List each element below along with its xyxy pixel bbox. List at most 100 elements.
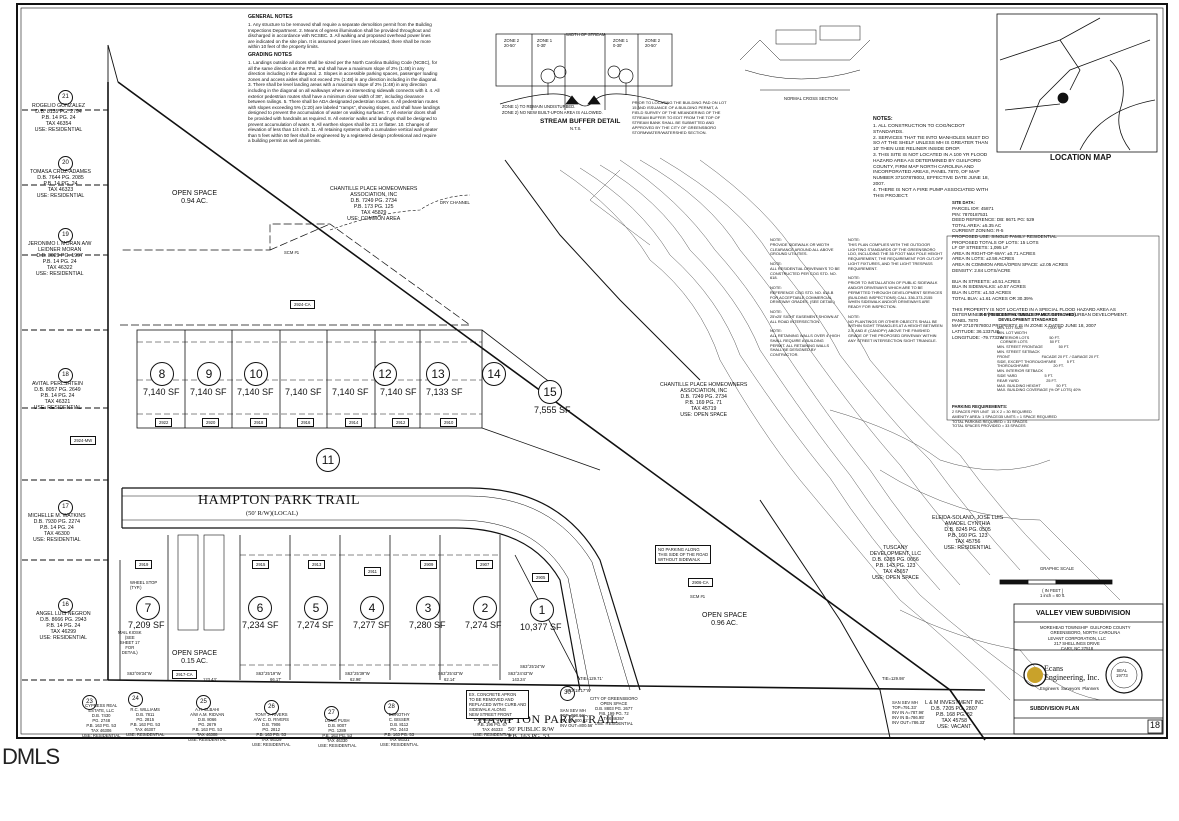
owner-19: JERONIMO I. MORAN A/W LEIDNER MORAN D.B.… [28, 241, 92, 277]
lot-11-area: 7,140 SF [285, 387, 322, 397]
bearing-6: S63°18'17"W [566, 688, 591, 693]
site-data-borders [946, 235, 1160, 421]
owner-24: R.C. WILLIAMS D.B. 7811 PG. 2815 P.B. 16… [126, 707, 165, 737]
buffer-zone2-right: ZONE 2 20-50' [645, 38, 661, 48]
address-lot-7: 2919 [135, 560, 153, 569]
grading-notes-text: 1. Landings outside all doors shall be s… [248, 60, 440, 144]
lot-12-area: 7,140 SF [332, 387, 369, 397]
tie-1: TIE=129.71' [580, 676, 603, 681]
buffer-stream-width: WIDTH OF STREAM [566, 32, 606, 37]
notes-title: NOTES: [873, 116, 893, 122]
bearing-7: S63°25'24"W [520, 664, 545, 669]
parking-lines: 2 SPACES PER UNIT 15 X 2 = 30 REQUIRED A… [952, 410, 1057, 429]
address-common-area-3: 2906-CA [688, 578, 713, 587]
dry-channel [329, 194, 471, 231]
owner-badge-30: 30 [560, 686, 575, 701]
owner-badge-18: 18 [58, 368, 73, 383]
title-client: LEVANT CORPORATION, LLC 217 SHELLINGS DR… [1048, 636, 1106, 651]
distance-1: 123.43' [203, 677, 217, 682]
neighbor-boundaries [22, 44, 119, 681]
dmls-watermark: DMLS [2, 744, 60, 769]
lot-10-area: 7,140 SF [237, 387, 274, 397]
mid-notes-left: NOTE: PROVIDE SIDEWALK OR WIDTH CLEARANC… [770, 237, 840, 358]
lot-3-number: 3 [416, 596, 440, 620]
address-lot-14: 2910 [440, 418, 458, 427]
address-common-area-2: 2917-CA [172, 670, 197, 679]
address-lot-10: 2918 [250, 418, 268, 427]
lot-6-area: 7,234 SF [242, 620, 279, 630]
owner-tuscany: TUSCANY DEVELOPMENT, LLC D.B. 6285 PG. 0… [870, 545, 922, 581]
lot-8-number: 8 [150, 362, 174, 386]
address-lot-1: 2905 [532, 573, 550, 582]
stream-buffer-title: STREAM BUFFER DETAIL [540, 118, 621, 125]
bearing-5: S63°24'43"W [508, 671, 533, 676]
site-data-title: SITE DATA: [952, 200, 975, 205]
owner-badge-27: 27 [324, 706, 339, 721]
general-notes-title: GENERAL NOTES [248, 14, 293, 20]
address-lot-3: 2909 [420, 560, 438, 569]
address-lot-8: 2922 [155, 418, 173, 427]
mid-notes-right: NOTE: THIS PLAN COMPLIES WITH THE OUTDOO… [848, 237, 944, 343]
chantille-common: CHANTILLE PLACE HOMEOWNERS ASSOCIATION, … [330, 186, 418, 222]
top-lots [136, 329, 601, 471]
owner-badge-23: 23 [82, 695, 97, 710]
owner-badge-17: 17 [58, 500, 73, 515]
sheet-inner-border [20, 7, 1164, 735]
owner-badge-28: 28 [384, 700, 399, 715]
distance-2: 66.17' [270, 677, 282, 682]
buffer-zone1-right: ZONE 1 0-30' [613, 38, 629, 48]
graphic-scale [999, 579, 1113, 585]
road-sub-top: (50' R/W)(LOCAL) [246, 510, 298, 517]
lot-13-area: 7,140 SF [380, 387, 417, 397]
lot-7-number: 7 [136, 596, 160, 620]
graphic-scale-unit: ( IN FEET ) 1 inch = 60 ft. [1040, 588, 1066, 598]
manhole-2: SAN SEV MH TOP=791.33' INV IN A=787.96' … [892, 700, 926, 725]
owner-30: CITY OF GREENSBORO OPEN SPACE D.B. 8803 … [590, 696, 638, 726]
normal-section-label: NORMAL CROSS SECTION [784, 96, 838, 101]
firm-logo-globe [1027, 667, 1043, 683]
stream-buffer-nts: N.T.S. [570, 126, 582, 131]
stream-buffer-detail [495, 33, 673, 110]
open-space-096: OPEN SPACE 0.96 AC. [702, 612, 747, 627]
lot-15-number: 15 [538, 380, 562, 404]
owner-20: TOMASA CRUZ-ADAMES D.B. 7644 PG. 2085 P.… [30, 169, 92, 199]
owner-26: TONY J. RIVERS A/W C. D. RIVERS D.B. 790… [252, 712, 291, 747]
lot-4-number: 4 [360, 596, 384, 620]
address-lot-5: 2913 [308, 560, 326, 569]
lot-1-area: 10,377 SF [520, 622, 562, 632]
address-lot-4: 2911 [364, 567, 382, 576]
buffer-note-2: ZONE 2) NO NEW BUILT-UPON AREA IS ALLOWE… [502, 110, 603, 115]
stream-contours [559, 157, 1121, 701]
wheel-stop-callout: WHEEL STOP (TYP.) [130, 580, 158, 590]
location-map [996, 13, 1158, 153]
scm-label-1: SCM #1 [284, 250, 300, 255]
chantille-open: CHANTILLE PLACE HOMEOWNERS ASSOCIATION, … [660, 382, 748, 418]
address-lot-13: 2912 [392, 418, 410, 427]
buffer-prior-note: PRIOR TO LOCATING THE BUILDING PAD ON LO… [632, 100, 727, 135]
title-block [1013, 603, 1164, 735]
site-data-lines: PARCEL ID#: 45871 PIN: 7870187531 DEED R… [952, 206, 1128, 340]
title-location: MOREHEAD TOWNSHIP GUILFORD COUNTY GREENS… [1040, 625, 1131, 635]
manhole-1: SAN SEV MH TOP=808.62' INV IN=800.62' IN… [560, 708, 594, 728]
dev-standards-title: R-5 (RESIDENTIAL-SINGLE FAMILY DETACHED)… [980, 312, 1076, 322]
open-space-015: OPEN SPACE 0.15 AC. [172, 650, 217, 665]
bearing-4: S63°25'43"W [438, 671, 463, 676]
owner-badge-21: 21 [58, 90, 73, 105]
address-common-area-1: 2924-CA [290, 300, 315, 309]
title-firm-sub: Engineers Surveyors Planners [1040, 686, 1099, 691]
parking-title: PARKING REQUIREMENTS: [952, 404, 1008, 409]
address-lot-11: 2916 [297, 418, 315, 427]
lot-5-number: 5 [304, 596, 328, 620]
lot-1-number: 1 [530, 598, 554, 622]
notes-text: 1. ALL CONSTRUCTION TO COG/NCDOT STANDAR… [873, 124, 989, 199]
lot-8-area: 7,140 SF [143, 387, 180, 397]
mail-kiosk-callout: MAIL KIOSK (SEE SHEET 17 FOR DETAIL) [118, 630, 142, 655]
owner-badge-25: 25 [196, 695, 211, 710]
owner-21: ROGELIO GONZALEZ D.B. 8135 PG. 2794 P.B.… [32, 103, 86, 133]
lot-2-number: 2 [473, 596, 497, 620]
title-sheet: SUBDIVISION PLAN [1030, 706, 1080, 712]
title-firm: Ecans Engineering, Inc. [1044, 664, 1100, 682]
distance-5: 143.24' [512, 677, 526, 682]
address-lot-12: 2914 [345, 418, 363, 427]
